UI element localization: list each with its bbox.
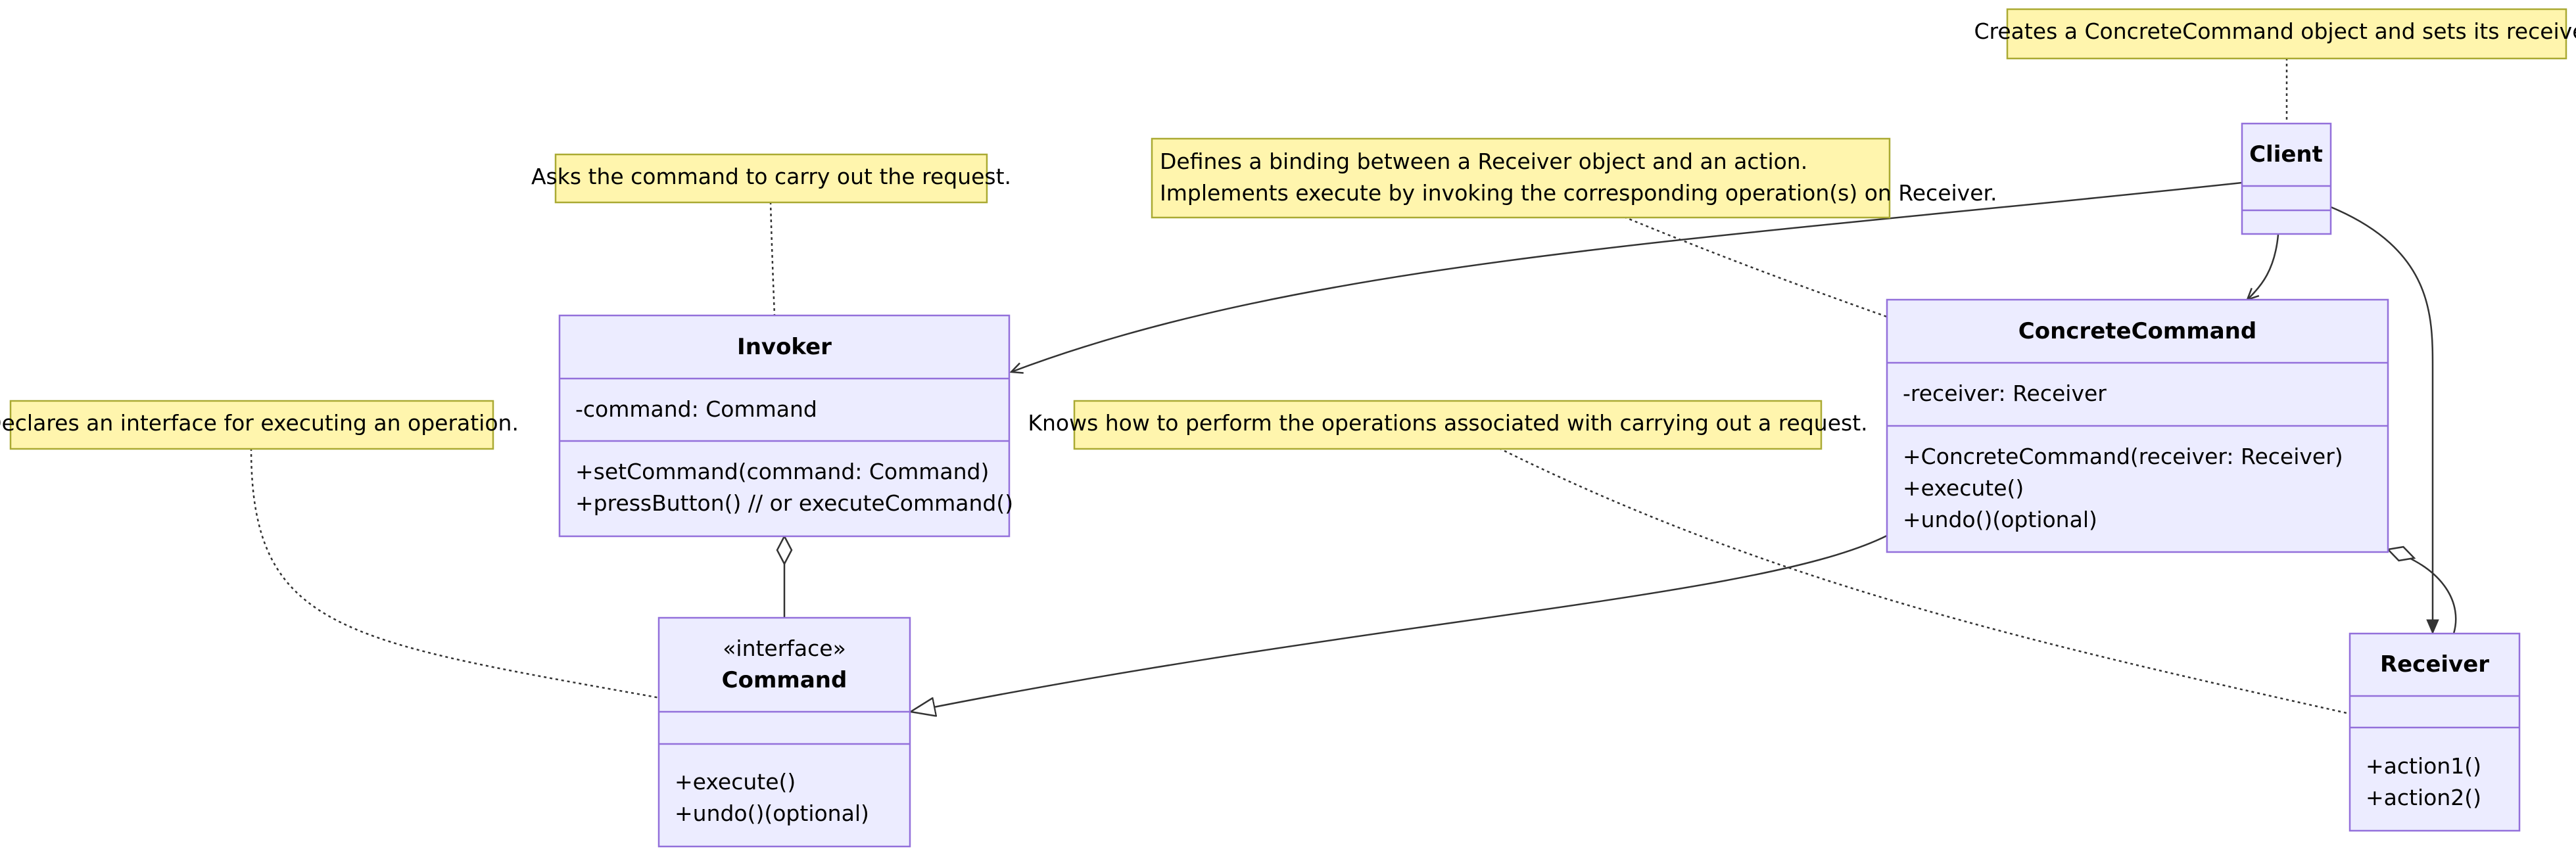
client-title: Client [2249, 141, 2323, 168]
command-stereotype: «interface» [723, 636, 846, 661]
command-box [657, 616, 911, 848]
concrete-command-title: ConcreteCommand [2018, 318, 2256, 344]
class-concrete-command[interactable]: ConcreteCommand -receiver: Receiver +Con… [1886, 298, 2389, 553]
client-box [2241, 122, 2332, 235]
receiver-title: Receiver [2380, 651, 2489, 678]
note-links [250, 58, 2350, 715]
invoker-note-link [769, 201, 776, 316]
receiver-concretecommand-aggregation [2388, 549, 2457, 634]
receiver-method: +action1() [2366, 753, 2481, 779]
invoker-attribute: -command: Command [575, 396, 817, 422]
concretecommand-command-realization [911, 534, 1888, 712]
concrete-command-method: +ConcreteCommand(receiver: Receiver) [1903, 444, 2343, 469]
receiver-note-box [1073, 400, 1823, 450]
receiver-note-text: Knows how to perform the operations asso… [1028, 410, 1867, 436]
invoker-note-text: Asks the command to carry out the reques… [531, 164, 1011, 189]
concrete-note-link [1623, 216, 1888, 318]
client-concretecommand-association [2247, 234, 2279, 300]
command-note-text: Declares an interface for executing an o… [0, 410, 519, 436]
command-method: +execute() [675, 769, 796, 795]
receiver-note: Knows how to perform the operations asso… [1028, 400, 1868, 450]
concrete-command-attribute: -receiver: Receiver [1903, 381, 2107, 406]
command-note: Declares an interface for executing an o… [0, 400, 519, 450]
invoker-note: Asks the command to carry out the reques… [531, 153, 1011, 204]
invoker-box [558, 314, 1011, 538]
receiver-method: +action2() [2366, 785, 2481, 810]
class-invoker[interactable]: Invoker -command: Command +setCommand(co… [558, 314, 1013, 538]
command-method: +undo()(optional) [675, 800, 869, 826]
concrete-note-line-2: Implements execute by invoking the corre… [1160, 180, 1997, 206]
client-note-text: Creates a ConcreteCommand object and set… [1974, 18, 2576, 44]
invoker-note-box [554, 153, 988, 204]
client-note-box [2006, 8, 2567, 60]
concrete-command-method: +undo()(optional) [1903, 507, 2097, 532]
invoker-method: +setCommand(command: Command) [575, 459, 989, 484]
invoker-title: Invoker [737, 334, 832, 360]
class-command[interactable]: «interface» Command +execute() +undo()(o… [657, 616, 911, 848]
client-invoker-association [1011, 181, 2243, 372]
command-note-box [9, 400, 494, 450]
command-title: Command [722, 667, 847, 693]
relationships [784, 181, 2457, 712]
class-receiver[interactable]: Receiver +action1() +action2() [2349, 632, 2521, 832]
concrete-note-box [1151, 137, 1891, 219]
client-receiver-association [2330, 206, 2439, 635]
invoker-method: +pressButton() // or executeCommand() [575, 490, 1013, 516]
concrete-note-line-1: Defines a binding between a Receiver obj… [1160, 149, 1807, 174]
concrete-note: Defines a binding between a Receiver obj… [1151, 137, 1997, 219]
class-client[interactable]: Client [2241, 122, 2332, 235]
concrete-command-method: +execute() [1903, 475, 2024, 501]
client-note: Creates a ConcreteCommand object and set… [1974, 8, 2576, 60]
receiver-box [2349, 632, 2521, 832]
